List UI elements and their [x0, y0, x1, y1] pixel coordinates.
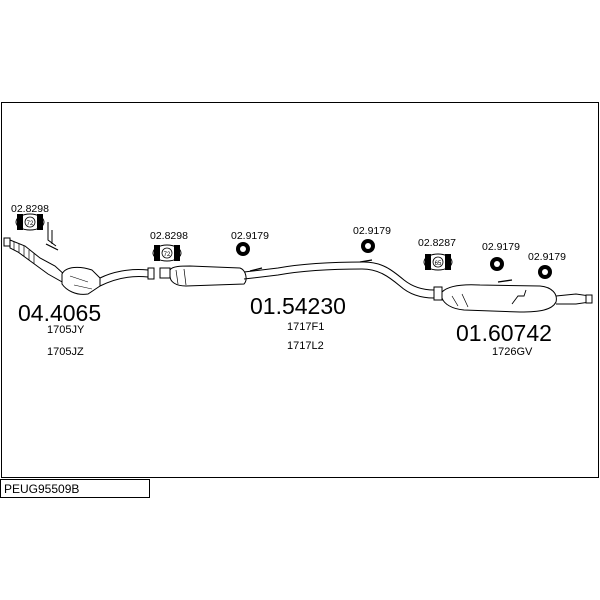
front-ref-1: 1705JY: [47, 324, 85, 336]
clamp-2-size: 72: [164, 252, 171, 258]
clamp-2-symbol: 72: [152, 244, 182, 262]
rear-ref-1: 1726GV: [492, 346, 533, 358]
middle-part-number: 01.54230: [250, 293, 346, 319]
clamp-1-size: 72: [27, 221, 34, 227]
rubber-mount-3-icon: [490, 257, 504, 271]
mount-2-part-number: 02.9179: [353, 225, 391, 237]
clamp-1-symbol: 72: [15, 213, 45, 231]
rear-silencer: [433, 279, 593, 313]
mount-4-part-number: 02.9179: [528, 251, 566, 263]
rubber-mount-1-icon: [236, 242, 250, 256]
clamp-3-symbol: 65: [423, 253, 453, 271]
clamp-2-part-number: 02.8298: [150, 230, 188, 242]
middle-silencer-pipe: [159, 259, 435, 299]
front-ref-2: 1705JZ: [47, 346, 84, 358]
middle-ref-1: 1717F1: [287, 321, 324, 333]
clamp-3-part-number: 02.8287: [418, 237, 456, 249]
rubber-mount-2-icon: [361, 239, 375, 253]
front-pipe-catalyst: [3, 222, 155, 295]
clamp-1-part-number: 02.8298: [11, 203, 49, 215]
diagram-code: PEUG95509B: [4, 482, 80, 496]
mount-3-part-number: 02.9179: [482, 241, 520, 253]
rear-part-number: 01.60742: [456, 320, 552, 346]
diagram-frame: [1, 102, 599, 478]
front-part-number: 04.4065: [18, 300, 101, 326]
rubber-mount-4-icon: [538, 265, 552, 279]
clamp-3-size: 65: [435, 261, 442, 267]
diagram-code-box: PEUG95509B: [0, 479, 150, 498]
middle-ref-2: 1717L2: [287, 340, 324, 352]
mount-1-part-number: 02.9179: [231, 230, 269, 242]
